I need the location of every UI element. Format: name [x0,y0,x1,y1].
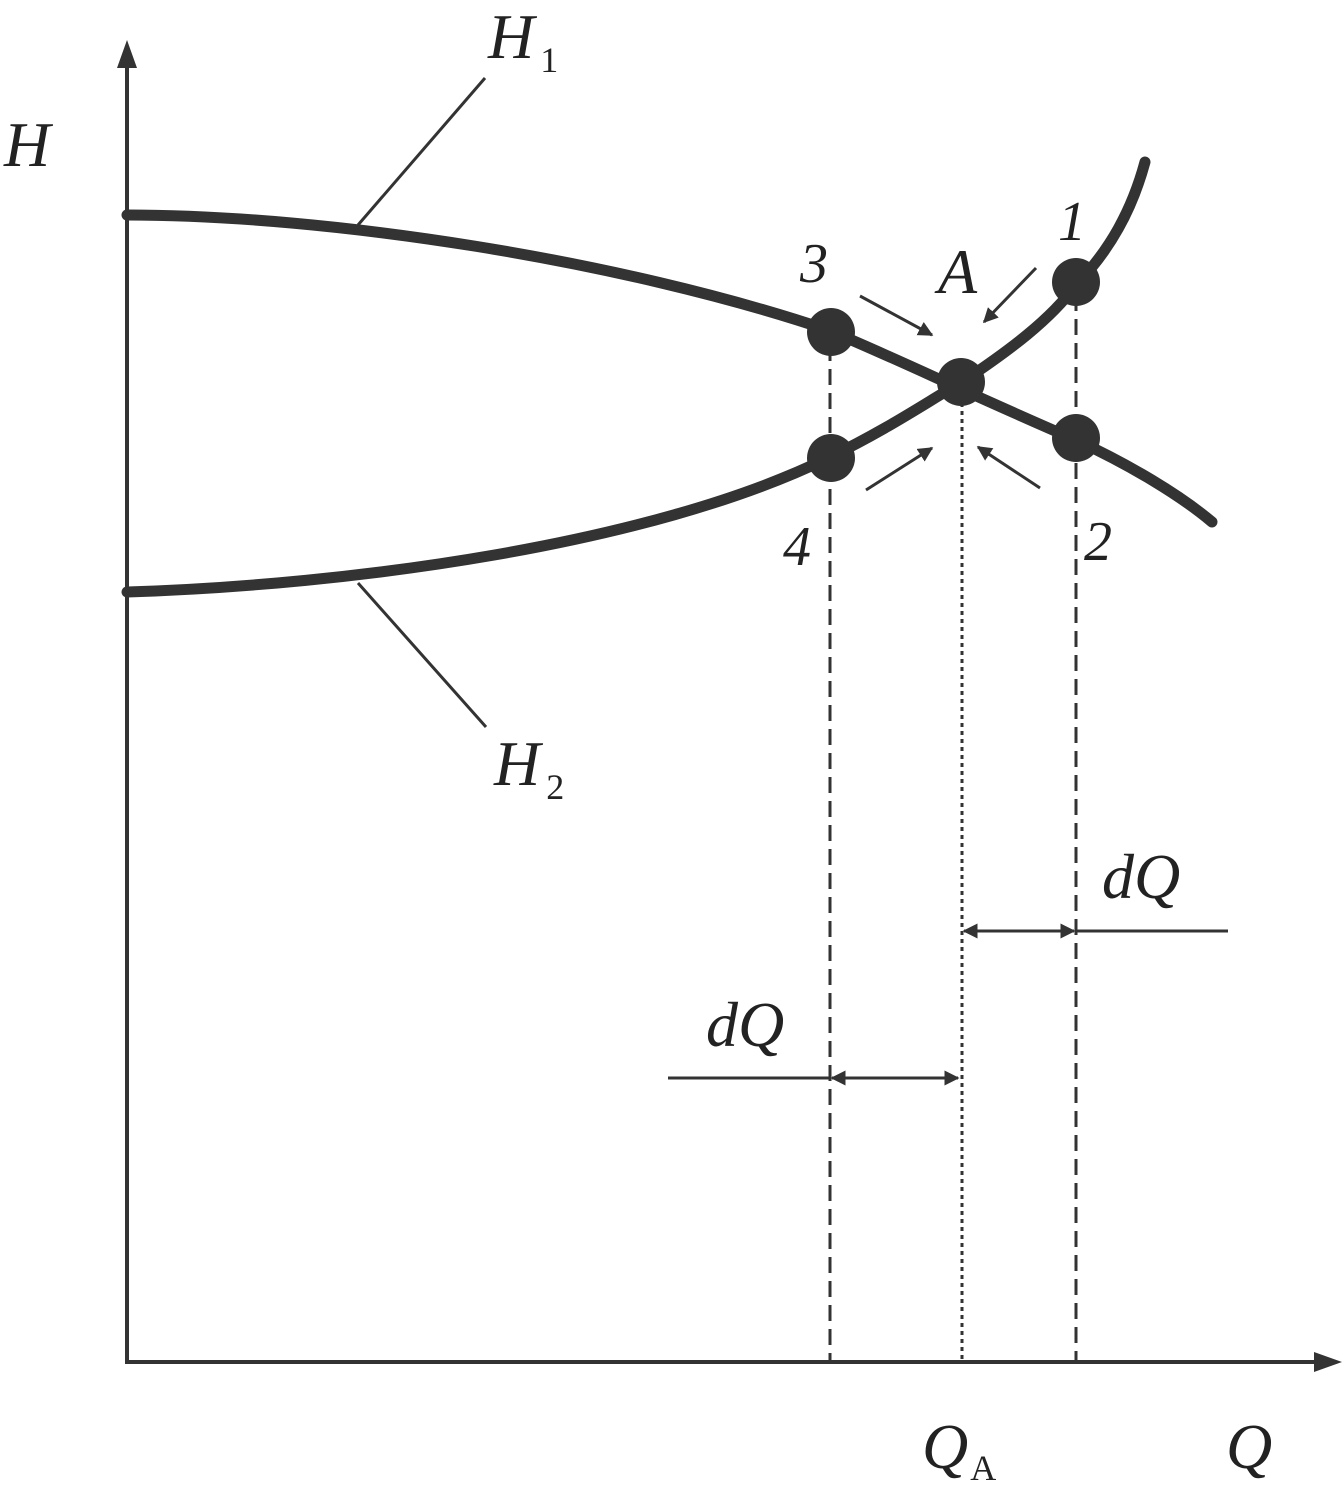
point-A-marker [937,358,985,406]
x-marker-label-subscript: A [970,1448,996,1485]
curve-h2-label-subscript: 2 [546,767,564,807]
dq-left-label: dQ [706,989,784,1060]
arrow-from-3 [859,294,934,337]
curve-h1 [121,209,1218,528]
point-2-marker [1052,414,1100,462]
point-3-label: 3 [799,233,828,295]
curve-h1-label-subscript: 1 [540,40,558,80]
point-4-marker [807,434,855,482]
point-3-marker [807,308,855,356]
point-1-marker [1052,258,1100,306]
x-axis-arrowhead [1314,1352,1342,1372]
point-1-label: 1 [1058,191,1086,253]
arrow-from-2 [976,445,1041,490]
x-marker-label: QA [922,1411,996,1485]
point-4-label: 4 [783,516,811,578]
x-marker-label-name: Q [922,1411,968,1482]
curve-h2-label-name: H [493,728,544,799]
point-A-label: A [934,236,978,307]
y-axis-arrowhead [117,40,137,68]
arrow-from-4 [865,446,934,492]
arrow-from-1 [982,266,1038,324]
curve-h1-label-name: H [487,1,538,72]
leader-line-h1 [356,77,487,226]
dq-right-label: dQ [1102,841,1180,912]
point-2-label: 2 [1084,511,1112,573]
leader-line-h2 [356,582,488,728]
x-axis-label: Q [1226,1411,1272,1482]
y-axis-label: H [3,109,54,180]
